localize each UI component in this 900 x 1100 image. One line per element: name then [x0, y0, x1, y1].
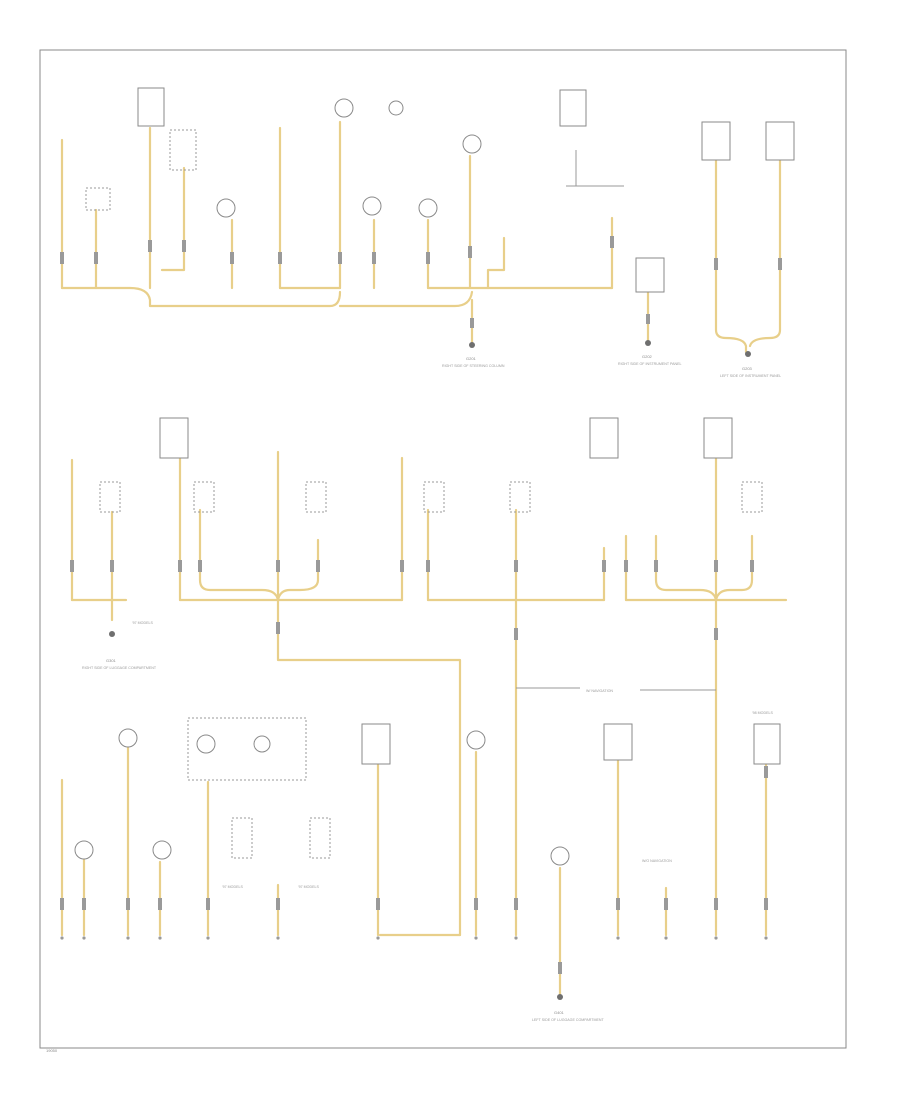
lamp-3-4 — [466, 730, 486, 750]
component-box-1 — [137, 87, 165, 127]
branch-2-14 — [714, 534, 754, 602]
ground-g202-caption: RIGHT SIDE OF INSTRUMENT PANEL — [618, 362, 682, 366]
ground-g401-caption: LEFT SIDE OF LUGGAGE COMPARTMENT — [532, 1018, 604, 1022]
ground-g202-id: G202 — [642, 354, 653, 359]
component-box-3-1 — [361, 723, 391, 765]
bus-wire-1c — [338, 290, 474, 308]
branch-2-6 — [276, 538, 320, 602]
section-2: G301 RIGHT SIDE OF LUGGAGE COMPARTMENT '… — [70, 417, 788, 937]
section-3-tag-bottom-mid: W/O NAVIGATION — [642, 859, 672, 863]
ground-g301-id: G301 — [106, 658, 117, 663]
lamp-6 — [418, 198, 438, 218]
ground-g202 — [645, 340, 651, 346]
component-box-2-3 — [703, 417, 733, 459]
section-2-tag-left: '97 MODELS — [132, 621, 153, 625]
lamp-3-5 — [74, 840, 94, 860]
component-dashed-2-3 — [305, 481, 327, 513]
branch-11 — [486, 236, 506, 290]
component-box-3 — [635, 257, 665, 293]
branch-2-12 — [654, 534, 718, 602]
connector-marks-2 — [70, 560, 754, 640]
ground-g301-caption: RIGHT SIDE OF LUGGAGE COMPARTMENT — [82, 666, 157, 670]
component-dashed-3-3 — [309, 817, 331, 859]
diagram-footer-code: 19050 — [46, 1048, 58, 1053]
component-box-2-1 — [159, 417, 189, 459]
component-dashed-2-6 — [741, 481, 763, 513]
ground-g301 — [109, 631, 115, 637]
component-dashed-2-5 — [509, 481, 531, 513]
component-dashed-2-1 — [99, 481, 121, 513]
branch-14 — [714, 158, 748, 354]
component-dashed-3-1 — [187, 717, 307, 781]
ground-g201-caption: RIGHT SIDE OF STEERING COLUMN — [442, 364, 505, 368]
section-3-tag-right: '97 MODELS — [298, 885, 319, 889]
wire-ends-3 — [60, 936, 768, 940]
component-dashed-1 — [169, 129, 197, 171]
lamp-3-7 — [550, 846, 570, 866]
component-dashed-2 — [85, 187, 111, 211]
ground-g401-id: G401 — [554, 1010, 565, 1015]
component-box-2-2 — [589, 417, 619, 459]
component-box-3-2 — [603, 723, 633, 761]
component-box-3-3 — [753, 723, 781, 765]
component-dashed-2-4 — [423, 481, 445, 513]
component-box-5 — [765, 121, 795, 161]
branch-2-4 — [198, 508, 280, 602]
section-3: W/ NAVIGATION '97 MODELS '97 MODELS W/O … — [60, 658, 781, 1022]
connector-marks-3 — [60, 766, 768, 974]
lamp-3 — [388, 100, 404, 116]
lamp-3-1 — [118, 728, 138, 748]
section-1: G201 RIGHT SIDE OF STEERING COLUMN G202 … — [60, 87, 795, 378]
lamp-4 — [462, 134, 482, 154]
ground-g201 — [469, 342, 475, 348]
lamp-1 — [216, 198, 236, 218]
section-3-tag-mid: '97 MODELS — [222, 885, 243, 889]
lamp-2 — [334, 98, 354, 118]
lamp-3-6 — [152, 840, 172, 860]
branch-15 — [748, 158, 782, 348]
ground-g203-id: G203 — [742, 366, 753, 371]
ground-g401 — [557, 994, 563, 1000]
component-dashed-2-2 — [193, 481, 215, 513]
component-box-2 — [559, 89, 587, 127]
lamp-3-3 — [253, 735, 271, 753]
lamp-3-2 — [196, 734, 216, 754]
ground-g203-caption: LEFT SIDE OF INSTRUMENT PANEL — [720, 374, 781, 378]
diagram-frame — [39, 49, 847, 1049]
section-3-tag-bottom-right: '98 MODELS — [752, 711, 773, 715]
component-box-4 — [701, 121, 731, 161]
splice-bar-3 — [516, 687, 716, 691]
ground-g203 — [745, 351, 751, 357]
branch-4 — [160, 166, 186, 272]
section-3-nav-tag: W/ NAVIGATION — [586, 689, 613, 693]
lamp-5 — [362, 196, 382, 216]
bus-wire-1a — [60, 286, 342, 308]
ground-g201-id: G201 — [466, 356, 477, 361]
connector-marks-1 — [60, 236, 782, 328]
component-dashed-3-2 — [231, 817, 253, 859]
